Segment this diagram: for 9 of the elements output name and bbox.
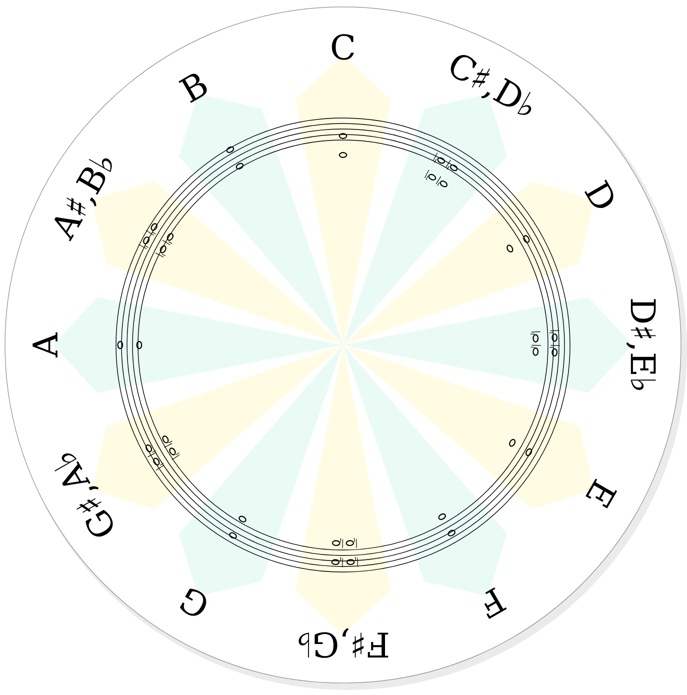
note-name-label: F♯,G♭ <box>298 628 388 658</box>
note-name-label: A <box>32 332 58 358</box>
note-name-label: D♯,E♭ <box>626 299 656 390</box>
note-name-label: E <box>586 478 618 508</box>
note-name-label: C <box>332 34 354 60</box>
note-name-label: F <box>484 587 507 619</box>
note-name-label: B <box>178 74 207 103</box>
note-name-label: D <box>584 180 614 208</box>
note-name-label: G <box>180 588 206 616</box>
